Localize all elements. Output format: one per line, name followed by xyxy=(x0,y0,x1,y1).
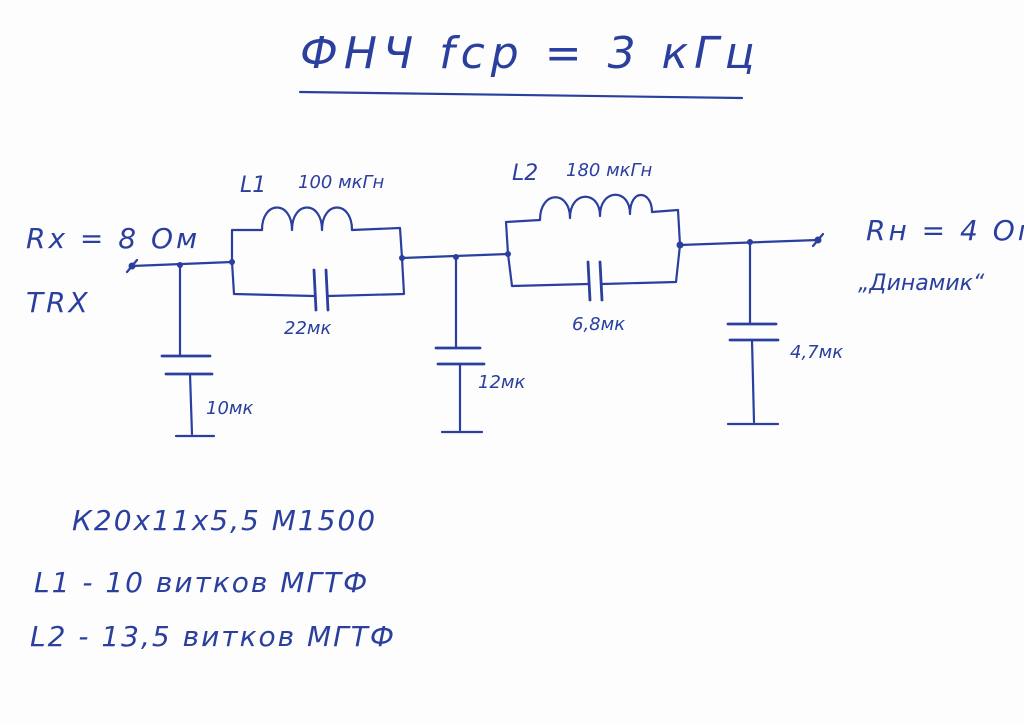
capacitor-parallel-1 xyxy=(312,268,330,312)
c1-value: 10мк xyxy=(206,398,253,419)
load-sublabel: „Динамик“ xyxy=(858,271,985,296)
capacitor-c2 xyxy=(434,346,486,366)
c3-ground xyxy=(726,338,780,426)
l1-value: 100 мкГн xyxy=(298,172,385,193)
l1-left-wire xyxy=(230,228,264,264)
l2-left-wire xyxy=(504,218,542,256)
l2-winding-note: L2 - 13,5 витков МГТФ xyxy=(30,620,396,653)
node-3 xyxy=(505,251,511,257)
cpar2-value: 6,8мк xyxy=(572,314,625,335)
output-terminal-mark xyxy=(811,232,825,248)
inductor-l1 xyxy=(260,206,354,232)
diagram-title: ФНЧ fср = 3 кГц xyxy=(300,28,761,79)
load-label: Rн = 4 Ом xyxy=(866,214,1024,247)
node-2 xyxy=(399,255,405,261)
l1-right-wire xyxy=(350,226,404,260)
capacitor-c3 xyxy=(726,322,780,342)
source-sublabel: TRX xyxy=(26,286,91,319)
cpar1-right-wire xyxy=(326,256,406,298)
l1-name: L1 xyxy=(240,173,266,198)
title-underline xyxy=(298,90,744,100)
c2-ground xyxy=(440,362,484,434)
cpar2-right-wire xyxy=(600,243,682,286)
input-terminal-mark xyxy=(125,258,139,274)
node-4 xyxy=(676,241,684,249)
core-note: К20x11x5,5 М1500 xyxy=(72,504,377,537)
l2-right-wire xyxy=(650,208,682,247)
cpar1-left-wire xyxy=(230,260,316,298)
l1-winding-note: L1 - 10 витков МГТФ xyxy=(34,566,369,599)
capacitor-parallel-2 xyxy=(586,260,604,302)
cpar1-value: 22мк xyxy=(284,318,331,339)
cpar2-left-wire xyxy=(506,252,590,288)
l2-value: 180 мкГн xyxy=(566,160,653,181)
node-1 xyxy=(229,259,235,265)
capacitor-c1 xyxy=(160,354,214,376)
c3-value: 4,7мк xyxy=(790,342,843,363)
c2-value: 12мк xyxy=(478,372,525,393)
inductor-l2 xyxy=(538,193,654,222)
c1-ground xyxy=(174,372,216,438)
l2-name: L2 xyxy=(512,161,538,186)
source-label: Rx = 8 Ом xyxy=(26,222,200,255)
